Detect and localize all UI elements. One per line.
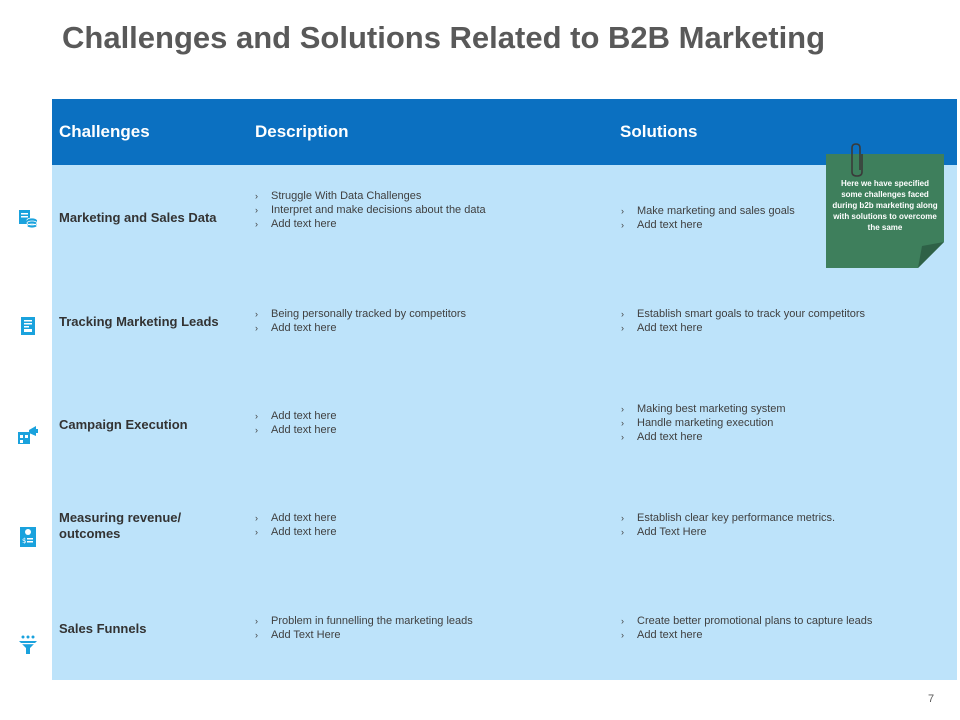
bullet-arrow-icon: › (621, 220, 624, 230)
list-item: ›Problem in funnelling the marketing lea… (255, 615, 473, 627)
database-icon (19, 210, 38, 229)
revenue-icon: $ (20, 527, 36, 547)
list-item: ›Add text here (255, 322, 337, 334)
bullet-arrow-icon: › (255, 309, 258, 319)
header-description: Description (255, 122, 349, 141)
list-item: ›Add text here (621, 322, 703, 334)
description-list: ›Struggle With Data Challenges ›Interpre… (255, 189, 486, 231)
list-item: ›Add text here (255, 526, 337, 538)
bullet-arrow-icon: › (255, 513, 258, 523)
solutions-list: ›Establish smart goals to track your com… (621, 307, 865, 335)
challenge-label: Tracking Marketing Leads (59, 314, 219, 329)
list-item: ›Add text here (255, 218, 337, 230)
bullet-arrow-icon: › (621, 404, 624, 414)
list-item: ›Being personally tracked by competitors (255, 308, 467, 320)
solutions-list: ›Make marketing and sales goals ›Add tex… (621, 204, 795, 232)
list-item: ›Interpret and make decisions about the … (255, 204, 486, 216)
list-item: ›Add text here (621, 629, 703, 641)
list-item: ›Add text here (255, 512, 337, 524)
description-list: ›Being personally tracked by competitors… (255, 307, 466, 335)
bullet-arrow-icon: › (621, 418, 624, 428)
description-list: ›Add text here ›Add text here (255, 409, 336, 437)
table-header: Challenges Description Solutions (52, 99, 957, 165)
challenge-label: Campaign Execution (59, 417, 188, 432)
bullet-arrow-icon: › (255, 630, 258, 640)
challenges-table: Challenges Description Solutions Marketi… (52, 99, 957, 680)
bullet-arrow-icon: › (621, 630, 624, 640)
bullet-arrow-icon: › (621, 206, 624, 216)
solutions-list: ›Create better promotional plans to capt… (621, 614, 872, 642)
bullet-arrow-icon: › (621, 432, 624, 442)
challenge-label: Measuring revenue/ outcomes (59, 510, 182, 541)
list-item: ›Make marketing and sales goals (621, 205, 795, 217)
bullet-arrow-icon: › (255, 323, 258, 333)
document-icon (21, 317, 35, 335)
paperclip-icon (851, 143, 863, 177)
funnel-icon (19, 635, 37, 654)
description-list: ›Problem in funnelling the marketing lea… (255, 614, 473, 642)
list-item: ›Add text here (621, 219, 703, 231)
bullet-arrow-icon: › (621, 616, 624, 626)
sticky-note (826, 154, 944, 268)
bullet-arrow-icon: › (255, 616, 258, 626)
page-title: Challenges and Solutions Related to B2B … (62, 20, 826, 55)
description-list: ›Add text here ›Add text here (255, 511, 336, 539)
list-item: ›Add Text Here (621, 526, 707, 538)
solutions-list: ›Establish clear key performance metrics… (621, 511, 835, 539)
list-item: ›Create better promotional plans to capt… (621, 615, 873, 627)
list-item: ›Add Text Here (255, 629, 341, 641)
megaphone-icon (18, 426, 38, 444)
list-item: ›Establish clear key performance metrics… (621, 512, 836, 524)
challenge-label: Sales Funnels (59, 621, 147, 636)
bullet-arrow-icon: › (621, 513, 624, 523)
list-item: ›Struggle With Data Challenges (255, 190, 422, 202)
bullet-arrow-icon: › (255, 411, 258, 421)
header-challenges: Challenges (59, 122, 150, 141)
challenge-label: Marketing and Sales Data (59, 210, 217, 225)
list-item: ›Establish smart goals to track your com… (621, 308, 866, 320)
list-item: ›Handle marketing execution (621, 417, 774, 429)
bullet-arrow-icon: › (255, 191, 258, 201)
svg-text:$: $ (22, 537, 26, 545)
list-item: ›Making best marketing system (621, 403, 786, 415)
bullet-arrow-icon: › (255, 205, 258, 215)
bullet-arrow-icon: › (255, 425, 258, 435)
header-solutions: Solutions (620, 122, 698, 141)
list-item: ›Add text here (255, 410, 337, 422)
solutions-list: ›Making best marketing system ›Handle ma… (621, 402, 786, 444)
bullet-arrow-icon: › (255, 527, 258, 537)
page-number: 7 (928, 693, 935, 705)
note-text: Here we have specified some challenges f… (832, 179, 938, 232)
bullet-arrow-icon: › (621, 323, 624, 333)
bullet-arrow-icon: › (621, 309, 624, 319)
bullet-arrow-icon: › (621, 527, 624, 537)
bullet-arrow-icon: › (255, 219, 258, 229)
list-item: ›Add text here (621, 431, 703, 443)
list-item: ›Add text here (255, 424, 337, 436)
